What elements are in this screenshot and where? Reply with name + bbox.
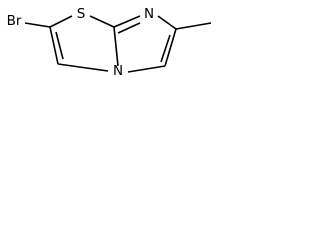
bond-c7a-n-top-inner — [117, 22, 141, 34]
bond-c5-n4 — [127, 65, 166, 73]
atom-label-n-bridge: N — [113, 63, 123, 77]
bond-c2-s — [49, 15, 73, 28]
atom-label-n-top: N — [144, 6, 154, 22]
bond-c6-c5-inner — [160, 34, 171, 63]
bond-c6-c5 — [164, 28, 177, 67]
bond-c6-methyl — [175, 22, 212, 30]
bond-s-c7a — [89, 15, 115, 28]
bond-n4-c7a — [113, 26, 119, 67]
chemical-structure-diagram: Br S N N — [7, 6, 212, 77]
bond-br-c2 — [24, 22, 51, 28]
bond-c7a-n-top — [113, 15, 141, 28]
atom-label-br: Br — [7, 13, 22, 29]
bond-c2-c3 — [49, 26, 59, 65]
bond-n-top-c6 — [157, 15, 177, 30]
bond-c2-c3-inner — [55, 31, 64, 60]
bond-c3-n4 — [57, 63, 109, 72]
atom-label-s: S — [77, 6, 86, 22]
